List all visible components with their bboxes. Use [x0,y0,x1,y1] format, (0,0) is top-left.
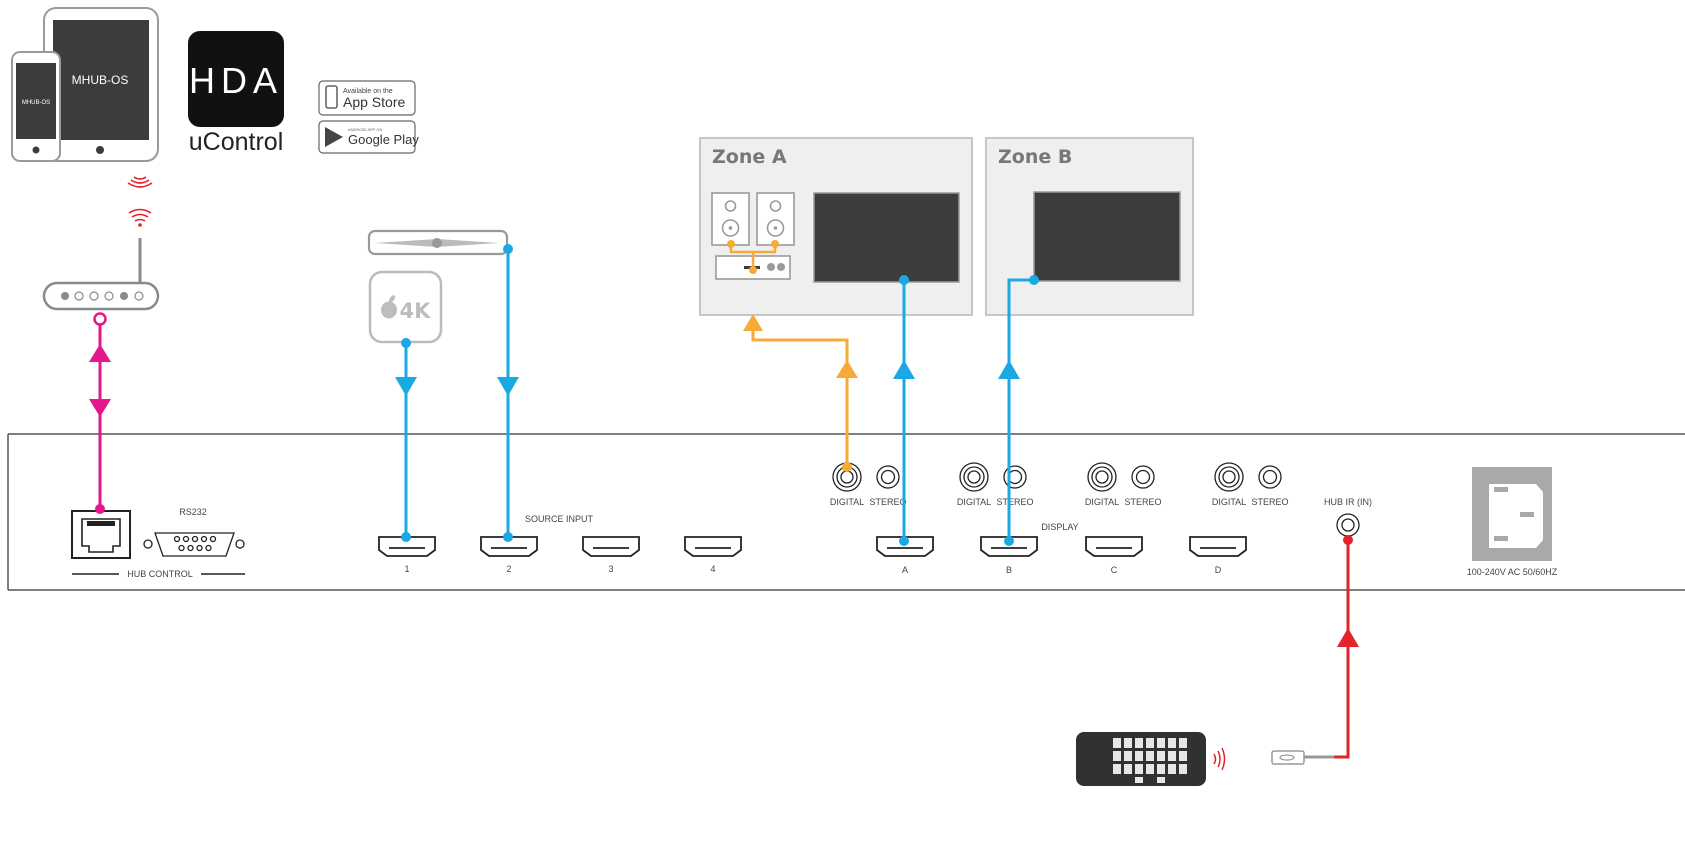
input-3-label: 3 [608,564,613,574]
app-store-small-text: Available on the [343,88,393,95]
input-4-label: 4 [710,564,715,574]
google-play-small-text: ANDROID APP ON [348,127,382,132]
ucontrol-label: uControl [189,128,284,156]
hdmi-output-ports [876,536,1247,557]
router [42,208,160,311]
digital-label-a: DIGITAL [830,497,864,507]
audio-cable [743,314,858,472]
source-input-label: SOURCE INPUT [525,514,594,524]
zone-a-tv [813,192,960,283]
streaming-stick [367,229,509,256]
input-1-label: 1 [404,564,409,574]
hub-chassis: RS232 HUB CONTROL SOURCE INPUT DISPLAY 1… [7,433,1685,591]
phone-screen-label: MHUB-OS [22,100,50,106]
output-c-label: C [1111,565,1118,575]
output-a-label: A [902,565,908,575]
wifi-signal-icon [127,176,153,188]
zone-b: Zone B [985,137,1194,316]
phone: MHUB-OS [11,51,61,162]
ir-remote [1076,732,1206,786]
zone-b-title: Zone B [998,146,1072,168]
apple-tv-badge-text: 4K [400,299,432,323]
video-cable-markers [395,244,1039,546]
ethernet-port [71,510,131,559]
zone-b-tv [1033,191,1181,282]
hdmi-input-ports [378,536,742,557]
ir-emit-icon [1213,747,1226,771]
google-play-badge[interactable]: ANDROID APP ON Google Play [318,120,419,154]
wifi-icon [128,208,152,222]
apple-tv-4k: 4K [368,270,443,344]
power-label: 100-240V AC 50/60HZ [1467,567,1558,577]
digital-label-b: DIGITAL [957,497,991,507]
hda-logo: HDA [188,31,284,127]
audio-ports [832,462,1282,492]
digital-label-c: DIGITAL [1085,497,1119,507]
app-store-big-text: App Store [343,94,405,110]
output-d-label: D [1215,565,1222,575]
speaker-left [711,192,750,246]
ir-receiver [1271,750,1334,765]
network-cable [89,312,111,514]
rs232-port [143,532,245,557]
tablet: MHUB-OS [43,7,159,162]
output-b-label: B [1006,565,1012,575]
tablet-screen-label: MHUB-OS [72,73,129,87]
google-play-big-text: Google Play [348,132,419,147]
input-2-label: 2 [506,564,511,574]
zone-a: Zone A [699,137,973,316]
stereo-label-c: STEREO [1124,497,1161,507]
hda-logo-text: HDA [189,60,283,101]
stereo-label-d: STEREO [1251,497,1288,507]
hub-ir-port [1336,513,1360,537]
app-store-badge[interactable]: Available on the App Store [318,80,416,116]
stereo-label-a: STEREO [869,497,906,507]
zone-a-title: Zone A [712,146,787,168]
rs232-label: RS232 [179,507,207,517]
stereo-label-b: STEREO [996,497,1033,507]
display-label: DISPLAY [1041,522,1078,532]
ir-cable [1334,535,1359,759]
hub-ir-label: HUB IR (IN) [1324,497,1372,507]
power-inlet [1472,467,1552,561]
apple-logo-icon [381,295,397,319]
speaker-right [756,192,795,246]
digital-label-d: DIGITAL [1212,497,1246,507]
hub-control-label: HUB CONTROL [127,569,193,579]
